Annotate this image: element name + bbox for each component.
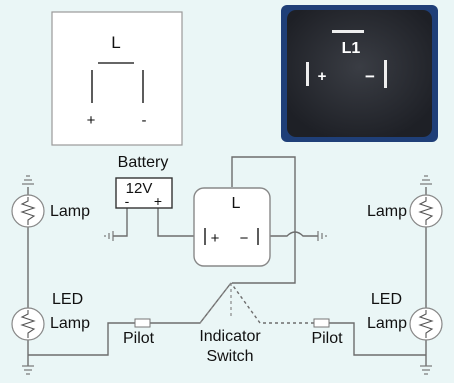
flasher-label: L bbox=[232, 195, 241, 212]
left-pilot-label: Pilot bbox=[123, 330, 155, 347]
flasher-plus: + bbox=[211, 230, 220, 247]
left-led-lamp-symbol bbox=[11, 307, 45, 341]
left-lamp-symbol bbox=[11, 194, 45, 228]
relay-photo-minus: − bbox=[365, 67, 375, 86]
right-led-label-line2: Lamp bbox=[367, 315, 407, 332]
left-led-label-line1: LED bbox=[52, 291, 83, 308]
flasher-minus: − bbox=[240, 230, 249, 247]
right-lamp-label: Lamp bbox=[367, 203, 407, 220]
right-led-lamp-symbol bbox=[409, 307, 443, 341]
wires bbox=[22, 156, 432, 375]
battery-minus: - bbox=[125, 193, 130, 209]
flasher-unit: L + − bbox=[193, 187, 271, 267]
switch-label-line1: Indicator bbox=[199, 328, 261, 345]
relay-photo-label: L1 bbox=[342, 40, 361, 57]
left-led-label-line2: Lamp bbox=[50, 315, 90, 332]
flasher-symbol-diagram: L + - bbox=[51, 11, 183, 146]
relay-photo-plus: + bbox=[318, 68, 327, 85]
battery-title: Battery bbox=[118, 154, 169, 171]
relay-photo: L1 + − bbox=[281, 5, 438, 142]
top-diagram-minus: - bbox=[142, 112, 147, 129]
battery-plus: + bbox=[154, 193, 162, 209]
top-diagram-label: L bbox=[111, 33, 120, 52]
battery: Battery 12V - + bbox=[115, 154, 173, 209]
right-pilot-label: Pilot bbox=[311, 330, 343, 347]
top-diagram-plus: + bbox=[87, 112, 96, 129]
battery-voltage: 12V bbox=[126, 180, 153, 197]
right-lamp-symbol bbox=[409, 194, 443, 228]
switch-label-line2: Switch bbox=[206, 348, 253, 365]
left-lamp-label: Lamp bbox=[50, 203, 90, 220]
right-led-label-line1: LED bbox=[371, 291, 402, 308]
